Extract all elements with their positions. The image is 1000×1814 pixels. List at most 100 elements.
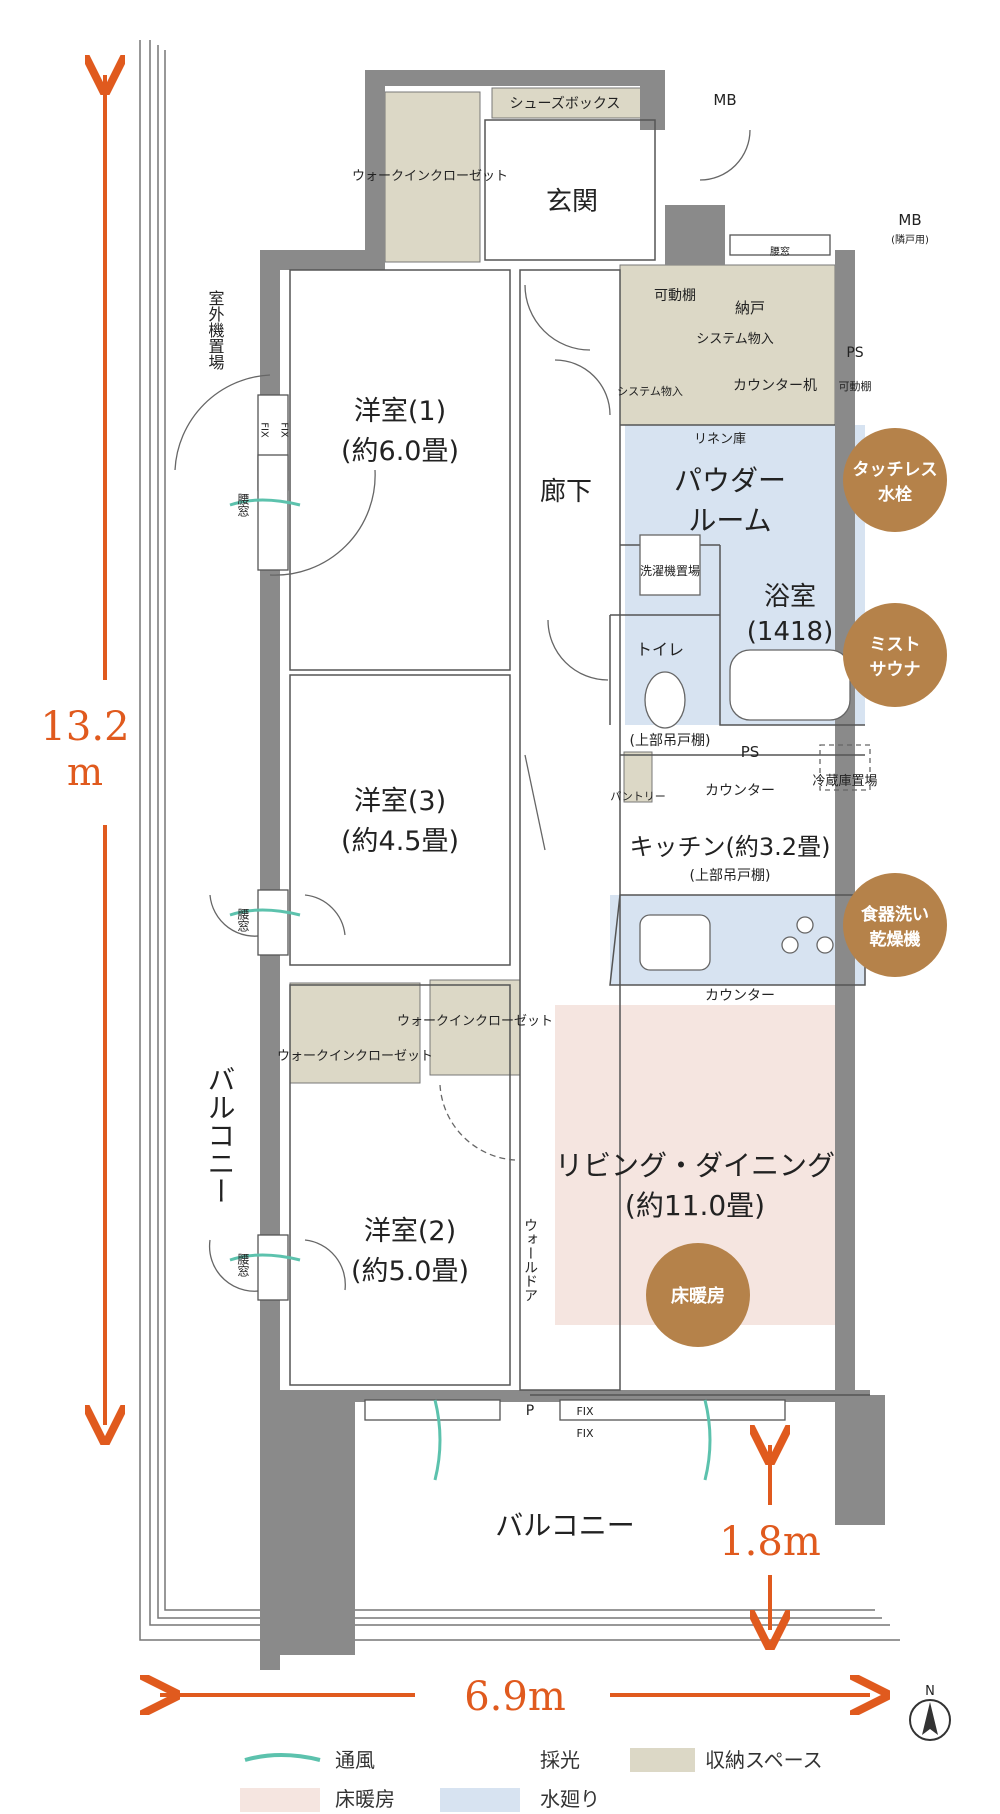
fix-label-3: FIX — [576, 1405, 594, 1418]
legend-light-label: 採光 — [540, 1748, 580, 1772]
fridge-label: 冷蔵庫置場 — [812, 774, 877, 789]
washer-box — [639, 534, 701, 596]
living-label-b: (約11.0畳) — [625, 1189, 765, 1222]
walkin-closet-2a — [289, 982, 421, 1084]
mb2-note: (隣戸用) — [891, 233, 929, 246]
ps-mid-label: PS — [741, 743, 760, 761]
partitions — [289, 119, 870, 1396]
stove-burner-2 — [816, 936, 834, 954]
nando-label: 納戸 — [735, 299, 765, 317]
room3-label-b: (約4.5畳) — [341, 826, 459, 857]
room2-label-a: 洋室(2) — [364, 1216, 456, 1247]
kadodana2-label: 可動棚 — [839, 379, 872, 393]
counter-desk-label: カウンター机 — [733, 378, 817, 394]
legend-storage-swatch — [630, 1748, 695, 1772]
legend-storage-label: 収納スペース — [705, 1748, 823, 1772]
legend-wind-label: 通風 — [335, 1748, 375, 1772]
legend-water-label: 水廻り — [540, 1787, 600, 1811]
height-unit: m — [67, 750, 103, 794]
shoes-label: シューズボックス — [510, 96, 621, 112]
room-labels: 玄関 廊下 シューズボックス MB MB (隣戸用) ウォークインクローゼット … — [204, 91, 929, 1542]
room3-label-a: 洋室(3) — [354, 786, 446, 817]
svg-text:食器洗い: 食器洗い — [861, 904, 929, 925]
counter-low-label: カウンター — [705, 988, 775, 1004]
roka-label: 廊下 — [540, 477, 592, 507]
dimension-labels: 13.2 m 6.9m 1.8m — [40, 704, 820, 1720]
pantry-box — [623, 751, 653, 803]
system1-label: システム物入 — [696, 332, 774, 347]
walldoor-label: ウォールドア — [522, 1218, 538, 1302]
washer-label: 洗濯機置場 — [640, 563, 700, 578]
fix-label-2: FIX — [279, 422, 290, 438]
badge-mist — [843, 603, 947, 707]
kitchen-label: キッチン(約3.2畳) — [630, 833, 831, 861]
jobu-2-label: (上部吊戸棚) — [690, 868, 771, 884]
room2-label-b: (約5.0畳) — [351, 1256, 469, 1287]
system2-label: システム物入 — [617, 384, 683, 398]
living-label-a: リビング・ダイニング — [555, 1149, 835, 1182]
linen-label: リネン庫 — [694, 432, 746, 447]
balcony-outline — [139, 40, 900, 1641]
dimension-arrows — [105, 75, 870, 1695]
svg-text:水栓: 水栓 — [878, 484, 912, 505]
bath-label-2: (1418) — [747, 617, 833, 647]
walkin-top-label: ウォークインクローゼット — [352, 169, 508, 184]
compass-n: N — [925, 1684, 935, 1699]
toilet-bowl — [644, 671, 686, 729]
room1-label-a: 洋室(1) — [354, 396, 446, 427]
balcony-depth: 1.8m — [719, 1519, 821, 1565]
koshimado-2: 腰窓 — [236, 908, 250, 932]
walkin-2b-label: ウォークインクローゼット — [397, 1014, 553, 1029]
compass: N — [909, 1684, 951, 1741]
koshimado-top: 腰窓 — [770, 245, 790, 258]
p-label: P — [526, 1403, 534, 1419]
fix-label-1: FIX — [259, 422, 270, 438]
mb-label: MB — [713, 91, 736, 109]
stove-burner-3 — [781, 936, 799, 954]
mb2-label: MB — [898, 211, 921, 229]
balcony-side-label: バルコニー — [204, 1065, 237, 1205]
shoes-box — [491, 87, 643, 119]
legend-floorheat-label: 床暖房 — [335, 1787, 395, 1811]
feature-badges: タッチレス 水栓 ミスト サウナ 食器洗い 乾燥機 床暖房 — [646, 428, 947, 1347]
svg-text:サウナ: サウナ — [870, 660, 921, 680]
counter-mid-label: カウンター — [705, 783, 775, 799]
light-wind-indicators — [220, 250, 774, 1490]
badge-floorheat — [646, 1243, 750, 1347]
walkin-closet-2b — [429, 979, 521, 1076]
legend-wind-swatch — [244, 1753, 321, 1762]
powder-label-1: パウダー — [674, 464, 786, 497]
toilet-label: トイレ — [636, 640, 684, 659]
badge-dishwasher — [843, 873, 947, 977]
outdoor-unit-label: 室外機置場 — [206, 290, 225, 371]
fridge-box — [819, 744, 871, 791]
stove-burner-1 — [796, 916, 814, 934]
bath-label-1: 浴室 — [764, 582, 816, 612]
width-value: 6.9m — [464, 1674, 566, 1720]
koshimado-3: 腰窓 — [236, 1253, 250, 1277]
bathtub — [729, 649, 851, 721]
jobu-1-label: (上部吊戸棚) — [630, 733, 711, 749]
legend-floorheat-swatch — [240, 1788, 320, 1812]
svg-text:乾燥機: 乾燥機 — [870, 929, 921, 950]
kadodana-label: 可動棚 — [654, 288, 696, 304]
powder-label-2: ルーム — [688, 504, 771, 537]
pantry-label: パントリー — [610, 790, 666, 803]
walkin-2a-label: ウォークインクローゼット — [277, 1049, 433, 1064]
koshimado-1: 腰窓 — [236, 493, 250, 517]
ps-top-label: PS — [846, 345, 863, 361]
walls — [260, 70, 885, 1670]
balcony-bottom-label: バルコニー — [495, 1509, 634, 1542]
legend-water-swatch — [440, 1788, 520, 1812]
genkan-label: 玄関 — [546, 187, 598, 217]
room1-label-b: (約6.0畳) — [341, 436, 459, 467]
legend: 通風 採光 収納スペース 床暖房 水廻り — [240, 1748, 823, 1812]
svg-text:床暖房: 床暖房 — [671, 1285, 725, 1307]
kitchen-sink — [639, 914, 711, 971]
fixtures — [639, 534, 871, 971]
windows — [257, 234, 831, 1421]
nando-area — [619, 264, 836, 426]
svg-text:タッチレス: タッチレス — [853, 460, 938, 480]
svg-text:ミスト: ミスト — [870, 635, 921, 655]
